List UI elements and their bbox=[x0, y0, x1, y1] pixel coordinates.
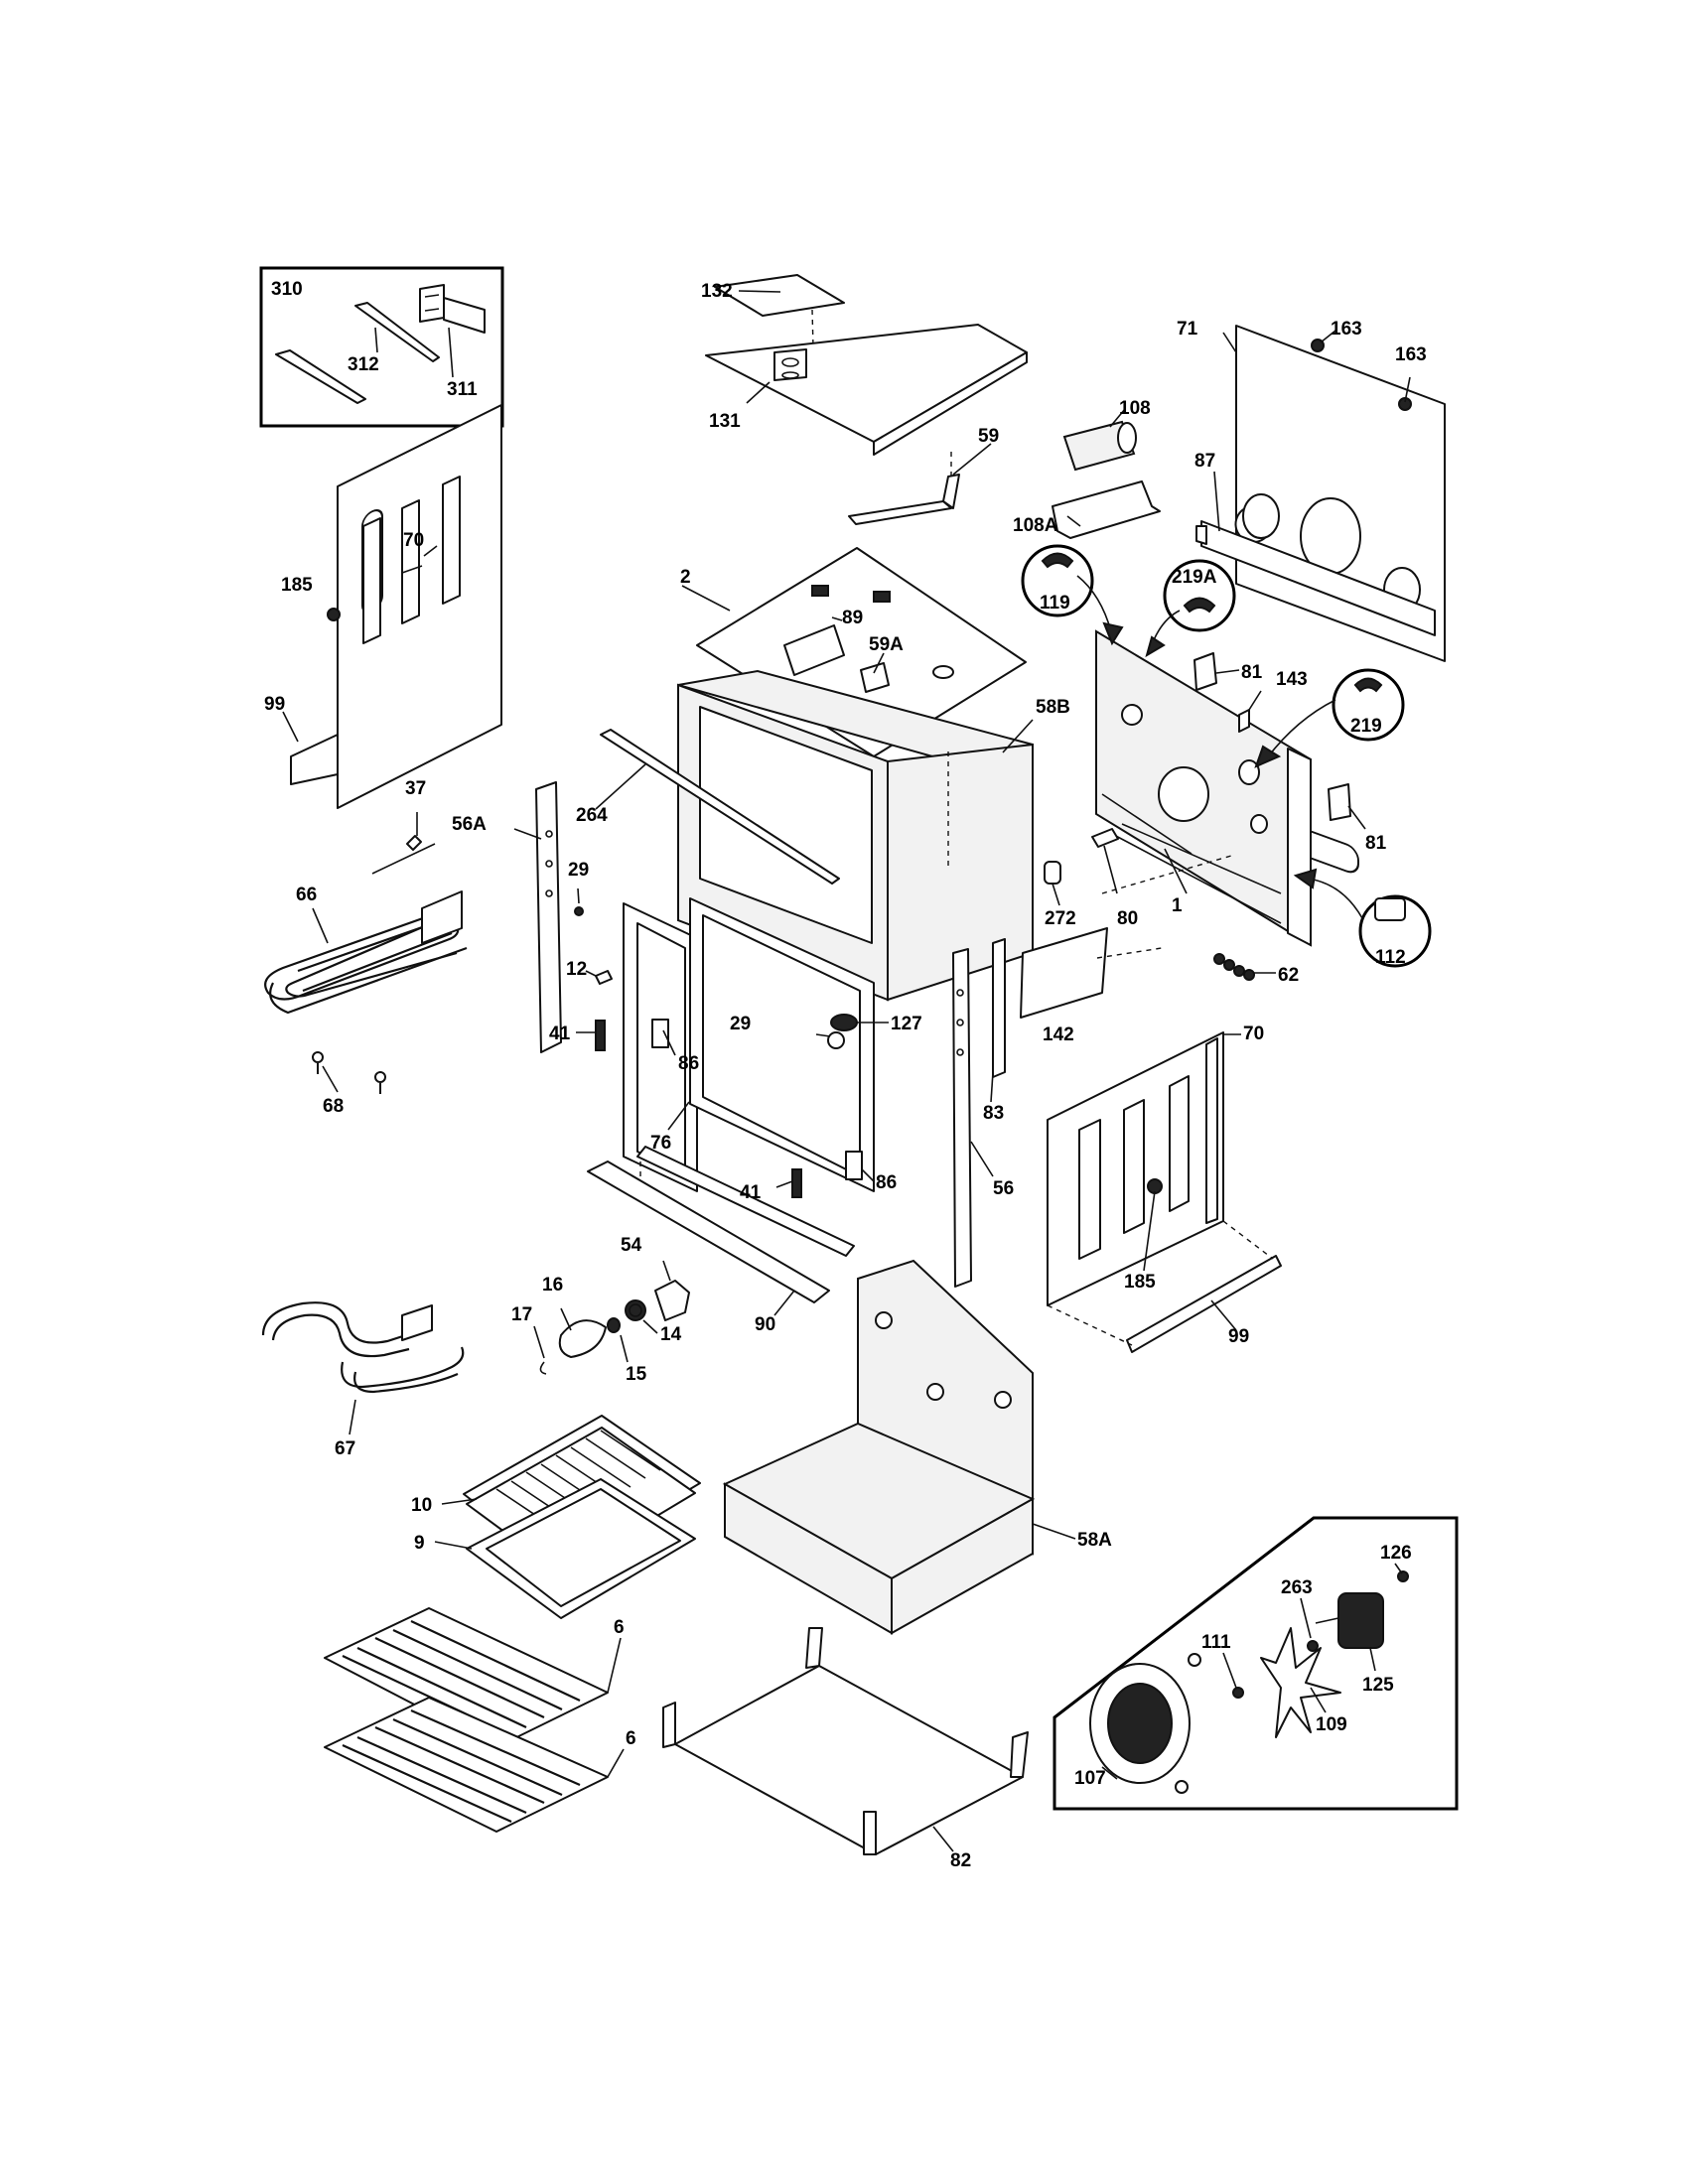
callout-272: 272 bbox=[1045, 908, 1076, 929]
callout-107: 107 bbox=[1074, 1768, 1106, 1789]
callout-264: 264 bbox=[576, 805, 608, 826]
callout-131: 131 bbox=[709, 411, 741, 432]
side-panel-right-70 bbox=[1047, 1031, 1282, 1353]
callout-66: 66 bbox=[296, 885, 317, 905]
callout-82: 82 bbox=[950, 1850, 971, 1871]
callout-99-right: 99 bbox=[1228, 1326, 1249, 1347]
callout-163-upper: 163 bbox=[1331, 319, 1362, 340]
door-hinges bbox=[576, 1019, 875, 1198]
oven-light-assembly bbox=[533, 1260, 690, 1375]
callout-99-left: 99 bbox=[264, 694, 285, 715]
callout-132: 132 bbox=[701, 281, 733, 302]
callout-185-right: 185 bbox=[1124, 1272, 1156, 1293]
callout-109: 109 bbox=[1316, 1714, 1347, 1735]
small-parts-272-80-62 bbox=[1044, 828, 1276, 981]
callout-70-right: 70 bbox=[1243, 1024, 1264, 1044]
callout-89: 89 bbox=[842, 608, 863, 628]
element-bracket-108 bbox=[1052, 408, 1161, 539]
callout-83: 83 bbox=[983, 1103, 1004, 1124]
callout-6-upper: 6 bbox=[614, 1617, 625, 1638]
callout-labels: 310 312 311 132 131 59 163 163 71 108 10… bbox=[264, 279, 1427, 1871]
callout-126: 126 bbox=[1380, 1543, 1412, 1564]
callout-58B: 58B bbox=[1036, 697, 1070, 718]
callout-219A: 219A bbox=[1172, 567, 1217, 588]
callout-90: 90 bbox=[755, 1314, 775, 1335]
brackets-81-143 bbox=[1193, 652, 1366, 830]
callout-119: 119 bbox=[1040, 593, 1070, 614]
callout-15: 15 bbox=[626, 1364, 647, 1385]
callout-56A: 56A bbox=[452, 814, 487, 835]
callout-56: 56 bbox=[993, 1178, 1014, 1199]
inset-broiler-pan-accessory bbox=[259, 266, 504, 428]
callout-62: 62 bbox=[1278, 965, 1299, 986]
right-trims-83-56 bbox=[952, 938, 1006, 1288]
callout-125: 125 bbox=[1362, 1675, 1394, 1696]
callout-41-upper: 41 bbox=[549, 1024, 571, 1044]
callout-68: 68 bbox=[323, 1096, 344, 1117]
callout-108: 108 bbox=[1119, 398, 1151, 419]
small-fasteners bbox=[574, 887, 845, 1049]
callout-37: 37 bbox=[405, 778, 426, 799]
callout-111: 111 bbox=[1201, 1632, 1231, 1653]
side-panel-left-70 bbox=[282, 404, 502, 809]
callout-6-lower: 6 bbox=[626, 1728, 636, 1749]
callout-87: 87 bbox=[1194, 451, 1215, 472]
callout-9: 9 bbox=[414, 1533, 425, 1554]
oven-cavity-58B bbox=[677, 669, 1034, 1002]
callout-41-lower: 41 bbox=[740, 1182, 762, 1203]
callout-59A: 59A bbox=[869, 634, 904, 655]
callout-54: 54 bbox=[621, 1235, 642, 1256]
callout-112: 112 bbox=[1375, 947, 1406, 968]
duct-part bbox=[848, 443, 992, 525]
callout-14: 14 bbox=[660, 1324, 682, 1345]
callout-127: 127 bbox=[891, 1014, 922, 1034]
front-trim-90 bbox=[587, 1160, 830, 1316]
control-panel-assembly-1 bbox=[1020, 629, 1312, 1019]
callout-263: 263 bbox=[1281, 1577, 1313, 1598]
callout-59: 59 bbox=[978, 426, 999, 447]
callout-311: 311 bbox=[447, 379, 478, 400]
callout-29-upper: 29 bbox=[568, 860, 589, 881]
oven-bottom-58A bbox=[722, 1259, 1076, 1635]
callout-81-upper: 81 bbox=[1241, 662, 1263, 683]
thermal-switch-callouts bbox=[1021, 544, 1432, 968]
callout-80: 80 bbox=[1117, 908, 1138, 929]
convection-fan-inset bbox=[1052, 1516, 1459, 1811]
callout-108A: 108A bbox=[1013, 515, 1058, 536]
bottom-panel-82 bbox=[662, 1627, 1029, 1855]
callout-70-left: 70 bbox=[403, 530, 424, 551]
broil-element-67 bbox=[261, 1301, 465, 1435]
callout-12: 12 bbox=[566, 959, 587, 980]
broiler-pan-10-9 bbox=[434, 1415, 701, 1619]
callout-1: 1 bbox=[1172, 895, 1183, 916]
callout-312: 312 bbox=[348, 354, 379, 375]
top-rail-264 bbox=[595, 729, 840, 885]
oven-rack-lower-6 bbox=[324, 1697, 625, 1833]
bake-element-66 bbox=[264, 812, 468, 1094]
callout-163-lower: 163 bbox=[1395, 344, 1427, 365]
callout-86-upper: 86 bbox=[678, 1053, 699, 1074]
side-trim-56A bbox=[513, 781, 562, 1053]
lamp-socket-127 bbox=[830, 1014, 889, 1031]
callout-81-lower: 81 bbox=[1365, 833, 1387, 854]
rear-panel-71 bbox=[1195, 325, 1446, 874]
callout-58A: 58A bbox=[1077, 1530, 1112, 1551]
top-cover-assembly bbox=[705, 274, 1028, 456]
callout-143: 143 bbox=[1276, 669, 1308, 690]
callout-29-lower: 29 bbox=[730, 1014, 751, 1034]
callout-16: 16 bbox=[542, 1275, 563, 1296]
callout-310: 310 bbox=[271, 279, 303, 300]
callout-185-left: 185 bbox=[281, 575, 313, 596]
callout-71: 71 bbox=[1177, 319, 1198, 340]
callout-142: 142 bbox=[1043, 1024, 1074, 1045]
callout-67: 67 bbox=[335, 1438, 355, 1459]
callout-86-lower: 86 bbox=[876, 1172, 897, 1193]
callout-17: 17 bbox=[511, 1304, 532, 1325]
callout-219: 219 bbox=[1350, 716, 1382, 737]
callout-76: 76 bbox=[650, 1133, 671, 1154]
callout-2: 2 bbox=[680, 567, 691, 588]
inner-top-panel-2 bbox=[681, 547, 1027, 757]
callout-10: 10 bbox=[411, 1495, 432, 1516]
